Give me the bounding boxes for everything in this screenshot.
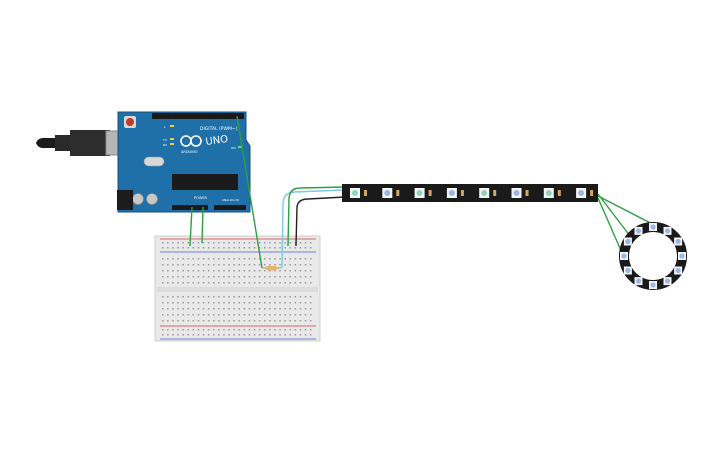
strip-pixel-led <box>481 190 488 196</box>
digital-header[interactable] <box>152 113 244 119</box>
led-strip[interactable] <box>342 184 598 202</box>
ring-pixel-led <box>635 278 642 284</box>
ring-pixel-led <box>625 267 631 274</box>
label-on: ON <box>231 146 236 150</box>
wire-gnd-green[interactable] <box>201 206 204 244</box>
power-jack[interactable] <box>117 190 133 210</box>
capacitor-1 <box>132 193 144 205</box>
breadboard-holes <box>162 242 312 336</box>
led-tx <box>170 138 174 140</box>
analog-header[interactable] <box>214 205 246 210</box>
strip-resistor <box>460 190 464 196</box>
strip-resistor <box>428 190 432 196</box>
ring-pixel-led <box>664 228 671 234</box>
led-rx <box>170 143 174 145</box>
ring-pixel-led <box>621 253 627 259</box>
center-channel <box>157 287 318 292</box>
strip-resistor <box>364 190 367 196</box>
arduino-uno-board[interactable]: DIGITAL (PWM~) UNO ARDUINO L TX RX ON PO… <box>117 111 251 213</box>
wire-ring-1[interactable] <box>597 193 631 237</box>
analog-header-label: ANALOG IN <box>222 198 239 202</box>
ring-pixel-led <box>675 267 681 274</box>
resistor[interactable] <box>262 266 281 271</box>
arduino-maker-text: ARDUINO <box>181 150 198 154</box>
wire-strip-gnd-black[interactable] <box>295 196 346 247</box>
strip-resistor <box>590 190 594 196</box>
ring-pixel-led <box>635 228 642 234</box>
wire-data-green[interactable] <box>236 115 263 269</box>
strip-pixel-led <box>416 190 423 196</box>
neopixel-ring[interactable] <box>619 222 687 290</box>
atmega-chip <box>172 174 238 190</box>
strip-resistor <box>557 190 561 196</box>
ring-pixel-led <box>664 278 671 284</box>
power-header[interactable] <box>172 205 208 210</box>
breadboard[interactable] <box>154 235 321 342</box>
label-rx: RX <box>163 143 167 147</box>
strip-pixel-led <box>384 190 391 196</box>
ring-pixel-led <box>679 253 685 259</box>
power-header-label: POWER <box>194 196 208 200</box>
wire-5v-green[interactable] <box>189 206 193 247</box>
wire-strip-power-blue[interactable] <box>281 189 346 269</box>
arduino-logo <box>180 135 202 147</box>
strip-resistor <box>396 190 400 196</box>
ring-pixel-led <box>650 224 656 230</box>
strip-resistor <box>525 190 529 196</box>
digital-header-label: DIGITAL (PWM~) <box>200 126 238 132</box>
ring-pixel-led <box>675 238 681 245</box>
ring-pixels <box>620 223 686 289</box>
strip-pixel-led <box>352 190 358 196</box>
uno-brand-text: UNO <box>205 134 229 148</box>
strip-pixel-led <box>448 190 455 196</box>
label-l: L <box>164 125 166 129</box>
capacitor-2 <box>146 193 158 205</box>
strip-pixels <box>350 188 594 198</box>
led-l <box>170 125 174 127</box>
wire-strip-data-green[interactable] <box>287 186 346 247</box>
crystal-oscillator <box>143 156 165 167</box>
ring-pixel-led <box>650 282 656 288</box>
ring-pixel-led <box>625 238 631 245</box>
strip-pixel-led <box>545 190 552 196</box>
strip-resistor <box>493 190 497 196</box>
strip-pixel-led <box>513 190 520 196</box>
strip-pixel-led <box>578 190 585 196</box>
led-on <box>238 146 242 148</box>
label-tx: TX <box>162 138 167 142</box>
